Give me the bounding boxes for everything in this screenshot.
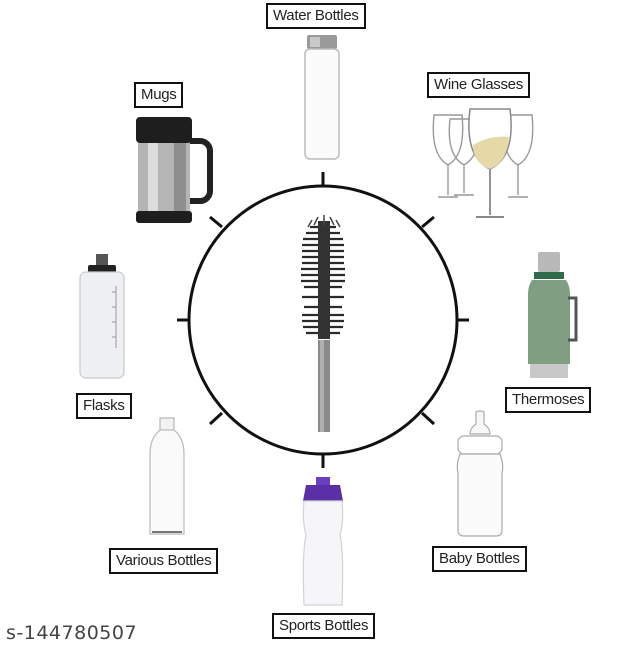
label-baby-bottles: Baby Bottles [432,546,527,572]
label-mugs: Mugs [134,82,184,108]
various-bottle-image [149,417,185,535]
baby-bottle-image [456,410,504,537]
bottle-brush-image [301,215,345,432]
mug-image [136,117,213,223]
center-ring [177,172,469,468]
water-bottle-image [304,35,340,160]
label-various-bottles: Various Bottles [109,548,219,574]
label-sports-bottles: Sports Bottles [272,613,376,639]
flask-image [79,254,125,379]
label-thermoses: Thermoses [505,387,592,413]
sports-bottle-image [302,477,344,606]
watermark-text: s-144780507 [6,622,138,644]
wine-glasses-image [432,108,534,218]
label-flasks: Flasks [76,393,132,419]
label-wine-glasses: Wine Glasses [427,72,530,98]
thermos-image [528,252,578,378]
label-water-bottles: Water Bottles [266,3,366,29]
